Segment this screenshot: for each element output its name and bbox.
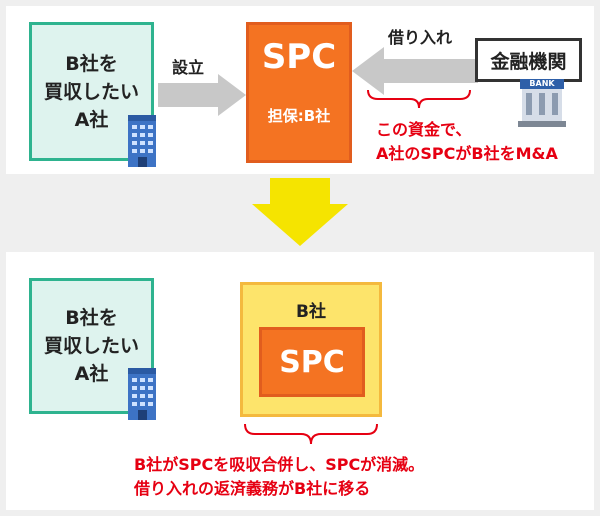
spc-title: SPC bbox=[261, 37, 337, 77]
acquirer-company-label-after: B社を 買収したい A社 bbox=[43, 307, 139, 385]
merger-note: B社がSPCを吸収合併し、SPCが消滅。 借り入れの返済義務がB社に移る bbox=[134, 453, 424, 501]
spc-box: SPC 担保:B社 bbox=[246, 22, 352, 163]
bank-sign: BANK bbox=[529, 79, 555, 88]
brace-top bbox=[367, 89, 471, 109]
merger-note-line-2: 借り入れの返済義務がB社に移る bbox=[134, 479, 371, 498]
spc-collateral-label: 担保:B社 bbox=[267, 107, 331, 125]
merged-spc-box: SPC bbox=[259, 327, 365, 397]
brace-bottom bbox=[244, 423, 378, 445]
funding-note: この資金で、 A社のSPCがB社をM&A bbox=[376, 118, 558, 166]
down-arrow bbox=[252, 178, 348, 246]
funding-note-line-2: A社のSPCがB社をM&A bbox=[376, 144, 558, 163]
borrow-label: 借り入れ bbox=[388, 28, 453, 47]
bank-building-icon bbox=[518, 79, 566, 127]
office-building-icon bbox=[128, 115, 156, 167]
borrow-arrow bbox=[352, 47, 478, 95]
merged-spc-label: SPC bbox=[279, 344, 345, 380]
establish-label: 設立 bbox=[172, 58, 205, 77]
b-corp-box: B社 SPC bbox=[240, 282, 382, 417]
bank-label: 金融機関 bbox=[490, 50, 567, 73]
b-corp-label: B社 bbox=[296, 302, 326, 322]
acquirer-company-label: B社を 買収したい A社 bbox=[43, 52, 139, 131]
funding-note-line-1: この資金で、 bbox=[376, 120, 472, 139]
bank-box: 金融機関 bbox=[475, 38, 582, 82]
office-building-icon bbox=[128, 368, 156, 420]
merger-note-line-1: B社がSPCを吸収合併し、SPCが消滅。 bbox=[134, 455, 425, 474]
establish-arrow bbox=[158, 74, 246, 116]
